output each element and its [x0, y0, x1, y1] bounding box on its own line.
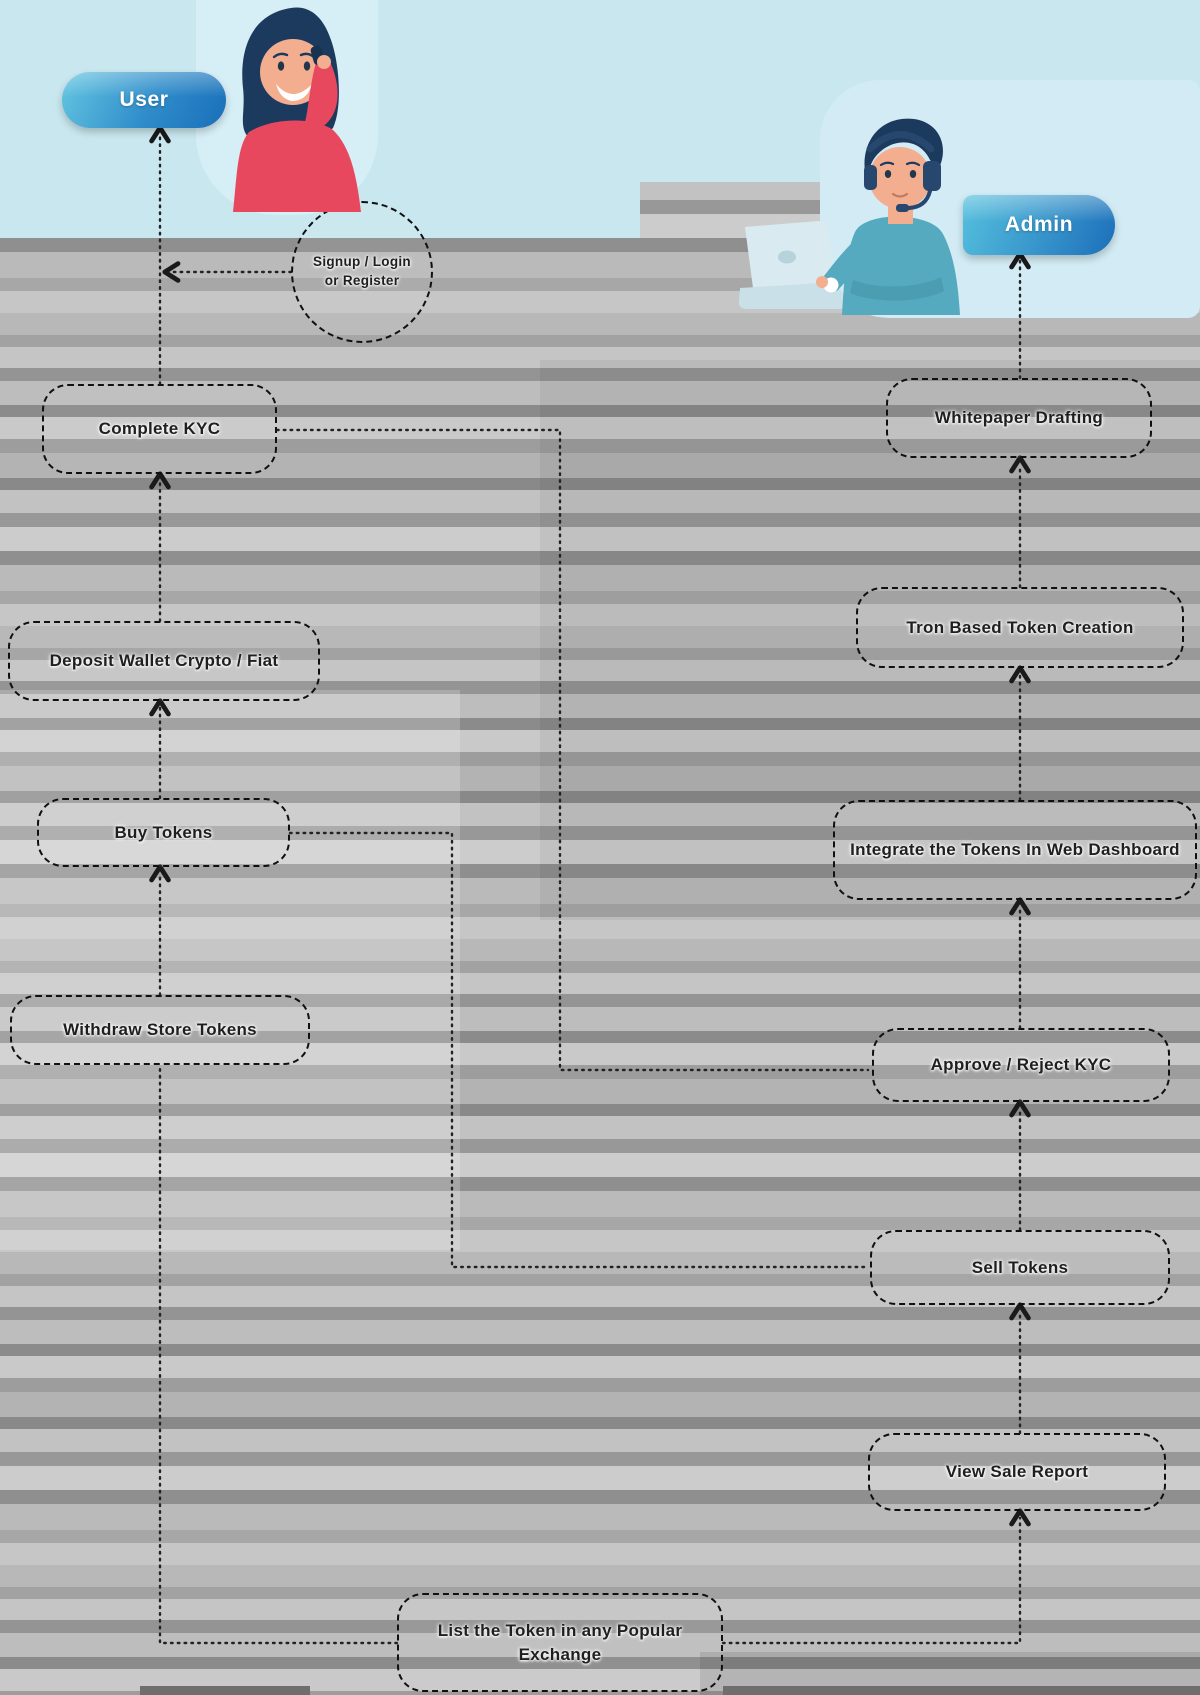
background-light-patch: [0, 690, 460, 1250]
wire-user-lane-bottom: [158, 1063, 399, 1645]
node-label: Withdraw Store Tokens: [63, 1020, 257, 1040]
wire-listtoken-to-viewsale: [721, 1508, 1031, 1645]
node-signup-login-register: Signup / Login or Register: [291, 201, 433, 343]
background-dark-patch: [540, 360, 1200, 920]
bottom-dark-strip: [140, 1686, 310, 1695]
admin-actor-label: Admin: [1004, 213, 1074, 236]
node-label: Whitepaper Drafting: [934, 408, 1104, 428]
bottom-dark-strip: [723, 1686, 1200, 1695]
wire-kyc-to-approve: [275, 428, 870, 1072]
node-label: Sell Tokens: [971, 1257, 1069, 1277]
node-label: View Sale Report: [945, 1462, 1089, 1482]
node-tron-token-creation: Tron Based Token Creation: [856, 587, 1184, 668]
node-approve-reject-kyc: Approve / Reject KYC: [872, 1028, 1170, 1102]
wire-buy-to-sell: [288, 831, 868, 1269]
node-view-sale-report: View Sale Report: [868, 1433, 1166, 1511]
node-sell-tokens: Sell Tokens: [870, 1230, 1170, 1305]
node-withdraw-store-tokens: Withdraw Store Tokens: [10, 995, 310, 1065]
node-buy-tokens: Buy Tokens: [37, 798, 290, 867]
node-integrate-tokens: Integrate the Tokens In Web Dashboard: [833, 800, 1197, 900]
admin-actor-pill: Admin: [963, 195, 1115, 255]
node-list-token-exchange: List the Token in any Popular Exchange: [397, 1593, 723, 1692]
user-actor-label: User: [119, 88, 169, 111]
node-label: Deposit Wallet Crypto / Fiat: [49, 651, 279, 671]
node-label: Buy Tokens: [114, 822, 213, 842]
node-label: Complete KYC: [98, 419, 221, 439]
woman-user-illustration: [233, 7, 361, 212]
user-actor-pill: User: [62, 72, 226, 128]
node-label: Tron Based Token Creation: [906, 617, 1134, 637]
node-complete-kyc: Complete KYC: [42, 384, 277, 474]
node-deposit-wallet: Deposit Wallet Crypto / Fiat: [8, 621, 320, 701]
node-whitepaper-drafting: Whitepaper Drafting: [886, 378, 1152, 458]
node-label: Approve / Reject KYC: [930, 1055, 1112, 1075]
node-label: Signup / Login or Register: [313, 254, 411, 288]
man-admin-illustration: [738, 118, 960, 315]
node-label: Integrate the Tokens In Web Dashboard: [850, 840, 1180, 860]
node-label: List the Token in any Popular Exchange: [437, 1620, 683, 1664]
